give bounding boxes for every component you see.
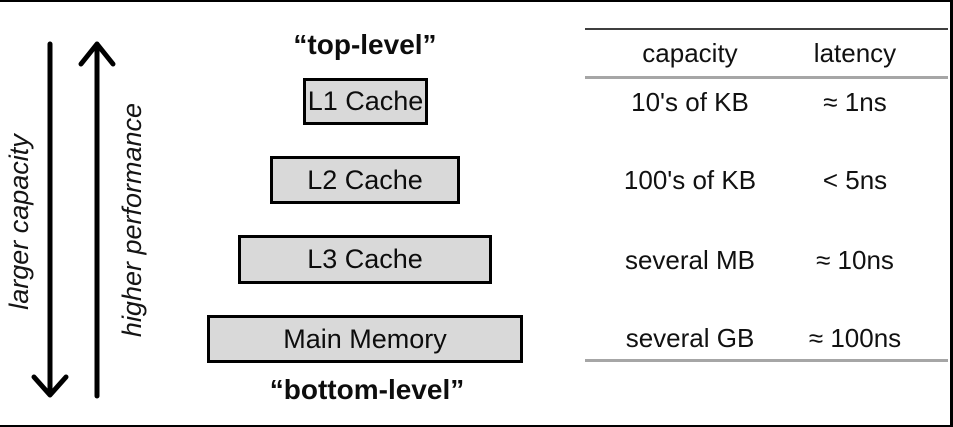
latency-value: ≈ 10ns xyxy=(816,245,894,275)
top-level-title: “top-level” xyxy=(293,29,437,60)
level-box-l2-cache: L2 Cache xyxy=(270,156,460,204)
table-row: 10's of KB ≈ 1ns xyxy=(585,85,948,119)
level-box-main-memory: Main Memory xyxy=(207,315,523,363)
table-header-latency: latency xyxy=(813,38,897,68)
bottom-level-title: “bottom-level” xyxy=(269,374,465,405)
level-box-label: L3 Cache xyxy=(307,244,423,274)
latency-value: < 5ns xyxy=(822,165,888,195)
latency-value: ≈ 100ns xyxy=(808,323,902,353)
table-rule-bottom xyxy=(585,359,948,362)
capacity-value: 100's of KB xyxy=(623,165,757,195)
up-arrow-icon xyxy=(78,41,116,399)
larger-capacity-axis-label: larger capacity xyxy=(4,134,34,310)
capacity-value: several GB xyxy=(625,323,755,353)
level-box-label: L1 Cache xyxy=(307,86,424,116)
higher-performance-axis-label: higher performance xyxy=(117,102,147,338)
table-row: several GB ≈ 100ns xyxy=(585,321,948,355)
capacity-value: 10's of KB xyxy=(631,87,749,117)
latency-value: ≈ 1ns xyxy=(823,87,887,117)
table-header-capacity: capacity xyxy=(642,38,738,68)
table-rule-top xyxy=(585,28,948,30)
capacity-value: several MB xyxy=(624,245,756,275)
level-box-label: Main Memory xyxy=(283,323,447,354)
capacity-latency-table: capacity latency 10's of KB ≈ 1ns 100's … xyxy=(585,2,948,425)
capacity-performance-arrows xyxy=(31,41,116,399)
level-box-label: L2 Cache xyxy=(307,164,423,195)
table-row: several MB ≈ 10ns xyxy=(585,243,948,277)
level-box-l1-cache: L1 Cache xyxy=(303,78,428,125)
down-arrow-icon xyxy=(31,41,69,398)
level-box-l3-cache: L3 Cache xyxy=(238,235,492,284)
table-header-row: capacity latency xyxy=(585,36,948,70)
table-row: 100's of KB < 5ns xyxy=(585,163,948,197)
table-rule-header xyxy=(585,76,948,79)
